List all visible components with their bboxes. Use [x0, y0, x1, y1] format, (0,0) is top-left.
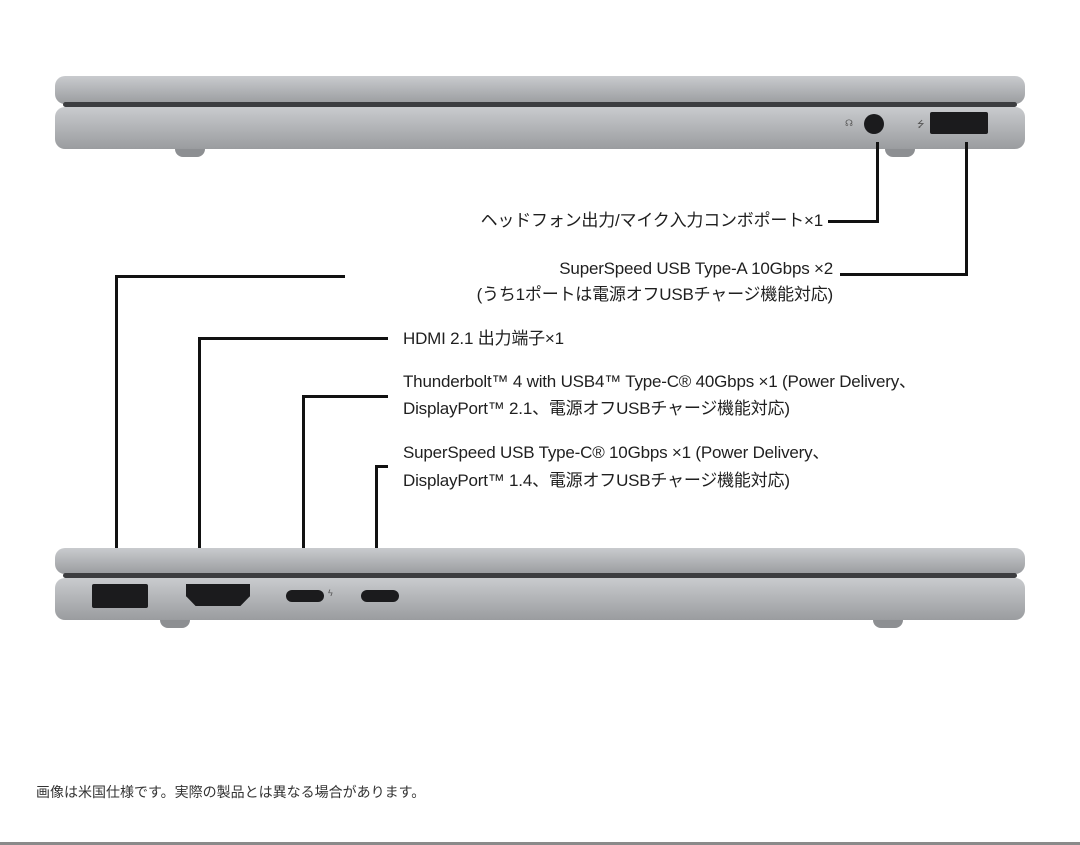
hdmi-port	[186, 584, 250, 606]
usb-a-left-connector-line	[115, 275, 345, 278]
hdmi-label: HDMI 2.1 出力端子×1	[403, 329, 564, 348]
thunderbolt-label-line2: DisplayPort™ 2.1、電源オフUSBチャージ機能対応)	[403, 399, 790, 418]
headphone-icon: ☊	[845, 118, 853, 128]
thunderbolt-connector-line	[302, 395, 305, 565]
hdmi-connector-line	[198, 337, 388, 340]
rubber-foot	[160, 620, 190, 628]
footnote: 画像は米国仕様です。実際の製品とは異なる場合があります。	[36, 784, 426, 800]
laptop-right-side-view: ☊ ⭍	[55, 74, 1025, 157]
rubber-foot	[873, 620, 903, 628]
usb-a-port	[930, 112, 988, 134]
thunderbolt-port	[286, 590, 324, 602]
rubber-foot	[885, 149, 915, 157]
usb-a-label-line2: (うち1ポートは電源オフUSBチャージ機能対応)	[476, 285, 834, 304]
thunderbolt-icon: ϟ	[328, 588, 333, 598]
usb-c-label-line2: DisplayPort™ 1.4、電源オフUSBチャージ機能対応)	[403, 471, 790, 490]
usb-a-port	[92, 584, 148, 608]
rubber-foot	[175, 149, 205, 157]
usb-c-port	[361, 590, 399, 602]
usb-c-label-line1: SuperSpeed USB Type-C® 10Gbps ×1 (Power …	[403, 443, 830, 462]
bottom-divider	[0, 842, 1080, 845]
hdmi-connector-line	[198, 337, 201, 565]
audio-jack-label: ヘッドフォン出力/マイク入力コンボポート×1	[480, 211, 824, 230]
usb-c-connector-line	[375, 465, 378, 565]
usb-a-label-line1: SuperSpeed USB Type-A 10Gbps ×2	[559, 259, 833, 278]
audio-connector-line	[828, 220, 879, 223]
usb-a-connector-line	[965, 142, 968, 276]
laptop-lid	[55, 548, 1025, 574]
audio-jack-port	[864, 114, 884, 134]
thunderbolt-label-line1: Thunderbolt™ 4 with USB4™ Type-C® 40Gbps…	[403, 372, 916, 391]
usb-icon: ⭍	[917, 119, 925, 129]
laptop-lid	[55, 76, 1025, 104]
audio-connector-line	[876, 142, 879, 222]
usb-a-left-connector-line	[115, 275, 118, 565]
laptop-left-side-view: ϟ	[55, 546, 1025, 628]
usb-a-connector-line	[840, 273, 968, 276]
thunderbolt-connector-line	[302, 395, 388, 398]
lid-seam	[63, 573, 1017, 578]
laptop-base	[55, 107, 1025, 149]
lid-seam	[63, 102, 1017, 107]
usb-c-connector-line	[375, 465, 388, 468]
